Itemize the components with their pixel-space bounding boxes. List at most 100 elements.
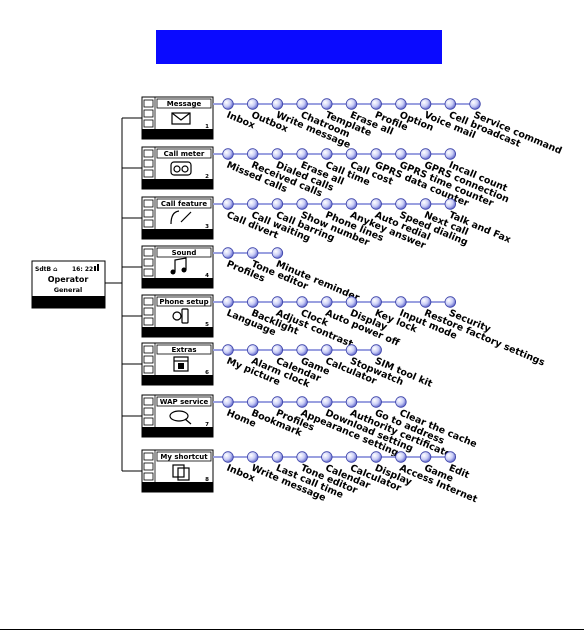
item-bubble xyxy=(222,296,234,308)
menu-left-softkey: Select xyxy=(145,484,168,492)
calendar-day xyxy=(178,363,184,369)
item-bubble xyxy=(419,98,432,110)
menu-title: Extras xyxy=(172,346,197,354)
menu-title-bar xyxy=(156,344,212,355)
menu-softkey-bar xyxy=(142,229,213,239)
item-bubble xyxy=(345,451,358,463)
item-bubble xyxy=(395,198,407,210)
globe-icon xyxy=(169,410,189,422)
menu-softkey-bar xyxy=(142,482,213,492)
standby-right-softkey: Names xyxy=(76,299,101,307)
menu-softkey-bar xyxy=(142,278,213,288)
menu-right-softkey: Exit xyxy=(196,181,210,189)
menu-side-icon xyxy=(143,219,154,228)
item-bubble xyxy=(246,344,259,356)
standby-time: 16: 22 xyxy=(72,266,93,273)
phone-setup-icon xyxy=(172,311,182,321)
item-bubble xyxy=(370,296,382,308)
menu-number: 6 xyxy=(205,370,209,376)
menu-softkey-bar xyxy=(142,179,213,189)
item-bubble xyxy=(271,296,284,308)
music-note-head-2 xyxy=(181,267,187,273)
menu-left-softkey: Select xyxy=(145,231,168,239)
music-note-icon xyxy=(174,257,187,272)
standby-softkey-bar xyxy=(32,296,105,308)
item-bubble xyxy=(321,98,333,110)
menu-right-softkey: Exit xyxy=(196,484,210,492)
item-bubble xyxy=(345,344,358,356)
item-bubble xyxy=(370,148,382,160)
item-bubble xyxy=(321,198,333,210)
item-bubble xyxy=(296,198,308,210)
standby-profile: General xyxy=(54,286,83,294)
menu-side-icon xyxy=(143,109,154,118)
menu-right-softkey: Exit xyxy=(196,131,210,139)
item-bubble xyxy=(395,396,407,408)
menu-title-bar xyxy=(156,247,212,258)
item-bubble xyxy=(296,396,308,408)
item-bubble xyxy=(271,198,284,210)
item-bubble xyxy=(419,296,432,308)
item-bubble xyxy=(246,198,259,210)
menu-title-bar xyxy=(156,198,212,209)
menu-left-softkey: Select xyxy=(145,329,168,337)
menu-title: Call feature xyxy=(161,200,207,208)
menu-left-softkey: Select xyxy=(145,280,168,288)
item-bubble xyxy=(296,296,308,308)
item-bubble xyxy=(271,396,284,408)
menu-side-icon xyxy=(143,119,154,128)
menu-side-icon xyxy=(143,397,154,406)
item-bubble xyxy=(321,148,333,160)
menu-side-icon xyxy=(143,472,154,481)
menu-right-softkey: Exit xyxy=(196,231,210,239)
item-bubble xyxy=(246,296,259,308)
shortcut-icon-back xyxy=(177,467,190,481)
menu-side-icon xyxy=(143,417,154,426)
menu-side-icon xyxy=(143,258,154,267)
menu-side-icon xyxy=(143,209,154,218)
calendar-icon xyxy=(173,356,189,372)
menu-title-bar xyxy=(156,396,212,407)
phone-setup-handset xyxy=(181,308,189,324)
menu-side-icon xyxy=(143,462,154,471)
item-bubble xyxy=(444,148,457,160)
menu-right-softkey: Exit xyxy=(196,280,210,288)
item-bubble xyxy=(222,198,234,210)
call-feature-arrow xyxy=(180,211,192,223)
item-bubble xyxy=(444,98,457,110)
menu-side-icon xyxy=(143,169,154,178)
item-bubble xyxy=(246,148,259,160)
menu-title: My shortcut xyxy=(160,453,208,461)
menu-left-softkey: Select xyxy=(145,429,168,437)
item-bubble xyxy=(321,344,333,356)
menu-title-bar xyxy=(156,296,212,307)
item-bubble xyxy=(321,451,333,463)
item-bubble xyxy=(345,296,358,308)
standby-operator: Operator xyxy=(48,275,89,284)
menu-title: Message xyxy=(167,100,202,108)
item-bubble xyxy=(444,451,457,463)
menu-title-bar xyxy=(156,98,212,109)
item-bubble xyxy=(222,344,234,356)
envelope-icon xyxy=(171,112,191,125)
item-bubble xyxy=(246,396,259,408)
menu-side-icon xyxy=(143,317,154,326)
globe-pointer xyxy=(184,418,192,425)
item-bubble xyxy=(222,247,234,259)
menu-softkey-bar xyxy=(142,375,213,385)
item-bubble xyxy=(419,148,432,160)
menu-side-icon xyxy=(143,199,154,208)
call-meter-icon xyxy=(170,161,192,176)
item-bubble xyxy=(345,98,358,110)
item-bubble xyxy=(222,451,234,463)
item-bubble xyxy=(370,98,382,110)
item-bubble xyxy=(395,148,407,160)
menu-side-icon xyxy=(143,149,154,158)
item-bubble xyxy=(321,296,333,308)
music-note-head xyxy=(170,269,176,275)
item-bubble xyxy=(246,247,259,259)
item-bubble xyxy=(395,296,407,308)
menu-title-bar xyxy=(156,148,212,159)
